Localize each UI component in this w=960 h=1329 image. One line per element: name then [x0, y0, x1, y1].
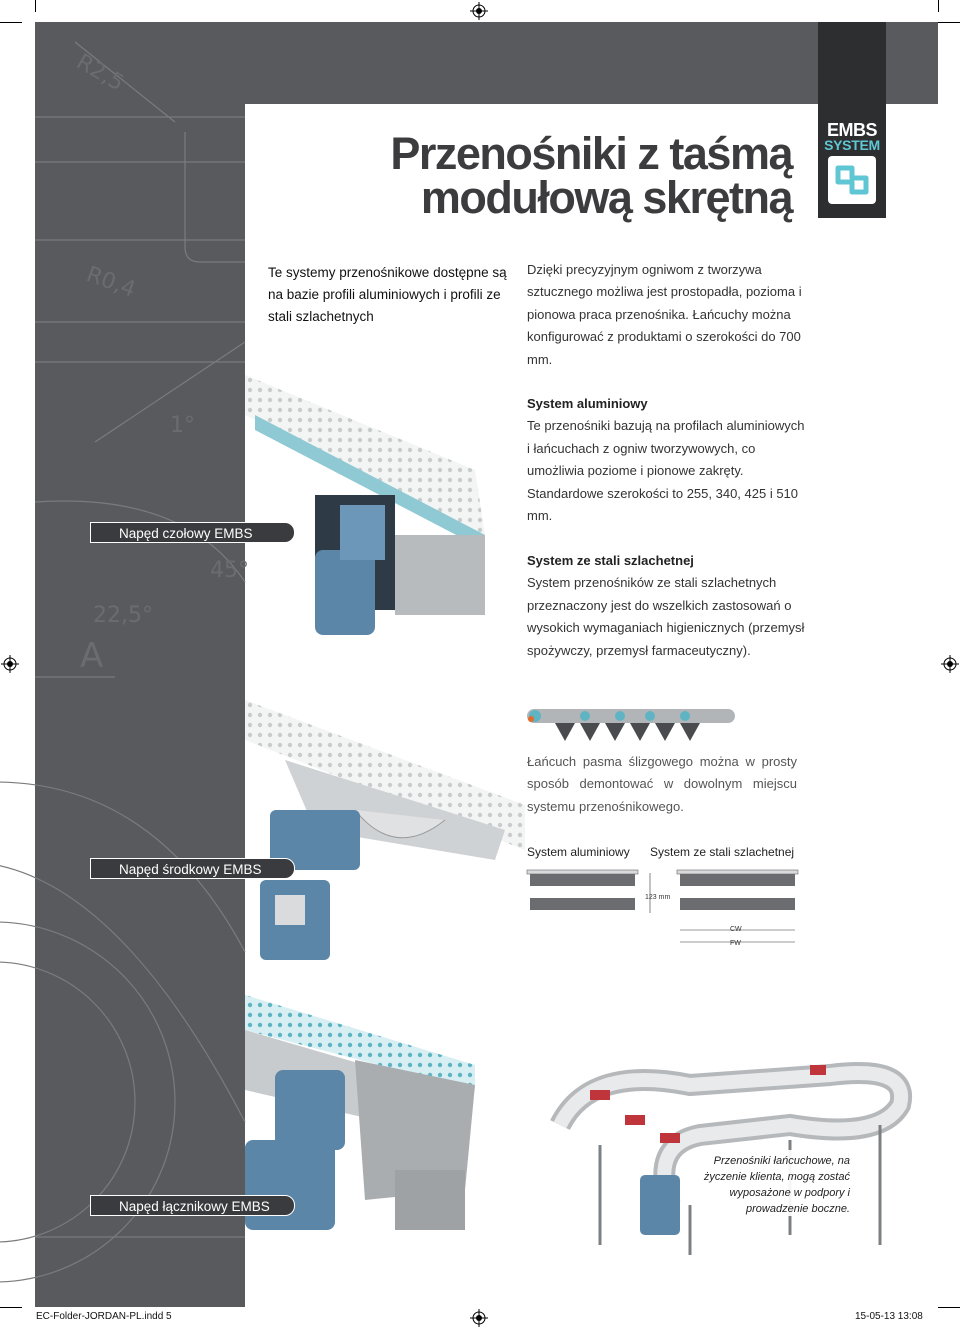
drawing-mark: R0,4 — [83, 262, 139, 303]
intro-text: Te systemy przenośnikowe dostępne są na … — [268, 265, 507, 324]
crop-mark — [35, 0, 36, 12]
registration-mark-icon — [470, 2, 488, 20]
dimension-cw: CW — [730, 926, 742, 933]
chain-diagram — [527, 709, 735, 741]
drawing-mark: 1° — [170, 413, 195, 438]
middle-drive-conveyor-image — [245, 700, 525, 960]
aluminium-text: Te przenośniki bazują na profilach alumi… — [527, 418, 805, 524]
link-drive-conveyor-image — [245, 995, 475, 1230]
aluminium-section: System aluminiowy Te przenośniki bazują … — [527, 393, 807, 527]
caption-background — [698, 1150, 856, 1216]
sidebar-technical-drawing: R2,5 R0,4 1° 45° 22,5° A — [0, 22, 249, 1307]
page-title-line2: modułową skrętną — [420, 172, 794, 223]
logo-word-embs: EMBS — [826, 120, 878, 140]
footer-file-info: EC-Folder-JORDAN-PL.indd 5 — [36, 1311, 172, 1322]
curved-conveyor-image — [550, 1062, 913, 1255]
label-front-drive: Napęd czołowy EMBS — [90, 522, 295, 543]
crop-mark — [938, 0, 939, 12]
chain-note: Łańcuch pasma ślizgowego można w prosty … — [527, 754, 797, 814]
page-title-line1: Przenośniki z taśmą — [390, 128, 793, 179]
drawing-mark: A — [80, 636, 103, 676]
crop-mark — [0, 1307, 22, 1308]
front-drive-conveyor-image — [245, 375, 485, 635]
drawing-mark: R2,5 — [72, 50, 128, 97]
image-caption: Przenośniki łańcuchowe, na życzenie klie… — [703, 1155, 850, 1215]
embs-logo: EMBS SYSTEM — [818, 22, 886, 218]
diagram-heading-aluminium: System aluminiowy — [527, 845, 630, 859]
steel-text: System przenośników ze stali szlachetnyc… — [527, 575, 805, 658]
steel-section: System ze stali szlachetnej System przen… — [527, 550, 807, 662]
label-middle-drive: Napęd środkowy EMBS — [90, 858, 295, 879]
crop-mark — [938, 22, 960, 23]
embs-logo-icon — [828, 156, 876, 204]
logo-word-system: SYSTEM — [824, 137, 880, 153]
dimension-fw: FW — [730, 940, 741, 947]
label-link-drive: Napęd łącznikowy EMBS — [90, 1195, 295, 1216]
footer-timestamp: 15-05-13 13:08 — [855, 1311, 923, 1322]
dimension-123: 123 mm — [645, 894, 671, 901]
drawing-mark: 22,5° — [93, 603, 153, 628]
page-title: Przenośniki z taśmą modułową skrętną — [280, 128, 794, 223]
steel-heading: System ze stali szlachetnej — [527, 553, 694, 568]
registration-mark-icon — [1, 655, 19, 673]
diagram-heading-steel: System ze stali szlachetnej — [650, 845, 795, 859]
registration-mark-icon — [470, 1309, 488, 1327]
cross-section-diagram — [526, 869, 799, 943]
crop-mark — [938, 1307, 960, 1308]
drawing-mark: 45° — [210, 558, 249, 583]
crop-mark — [0, 22, 22, 23]
body-paragraph: Dzięki precyzyjnym ogniwom z tworzywa sz… — [527, 262, 802, 367]
registration-mark-icon — [941, 655, 959, 673]
aluminium-heading: System aluminiowy — [527, 396, 648, 411]
